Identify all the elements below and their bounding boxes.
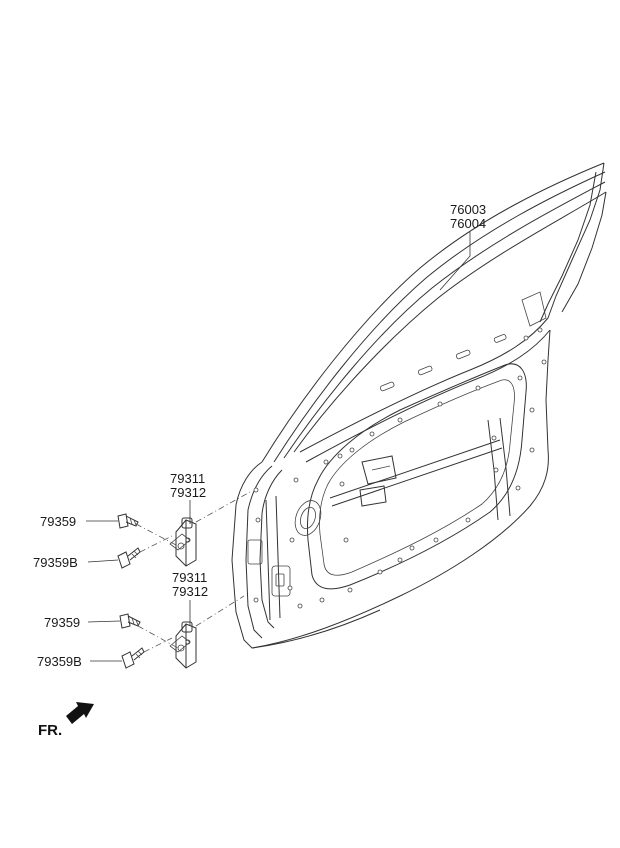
leader-lines [86,232,471,662]
part-number-lower-hinge-79311: 79311 [172,570,207,585]
front-door-panel [231,162,607,649]
part-number-lower-hinge-79312: 79312 [172,584,208,599]
assembly-lines [135,491,251,653]
bolt-upper-b [117,547,141,569]
part-number-bolt-lower-79359: 79359 [44,615,80,630]
front-direction-label: FR. [38,722,62,739]
part-number-upper-hinge-79311: 79311 [170,471,205,486]
lower-hinge [169,621,197,669]
front-arrow-icon [66,702,94,724]
part-number-76003: 76003 [450,202,486,217]
part-number-bolt-upper-79359b: 79359B [33,555,78,570]
part-number-bolt-upper-79359: 79359 [40,514,76,529]
part-number-upper-hinge-79312: 79312 [170,485,206,500]
front-direction-indicator: FR. [38,702,94,739]
bolt-lower-b [121,647,145,669]
part-number-76004: 76004 [450,216,486,231]
bolt-lower-a [119,613,141,629]
panel-holes [253,327,547,609]
upper-hinge [169,517,197,567]
part-number-bolt-lower-79359b: 79359B [37,654,82,669]
bolt-upper-a [117,513,139,529]
